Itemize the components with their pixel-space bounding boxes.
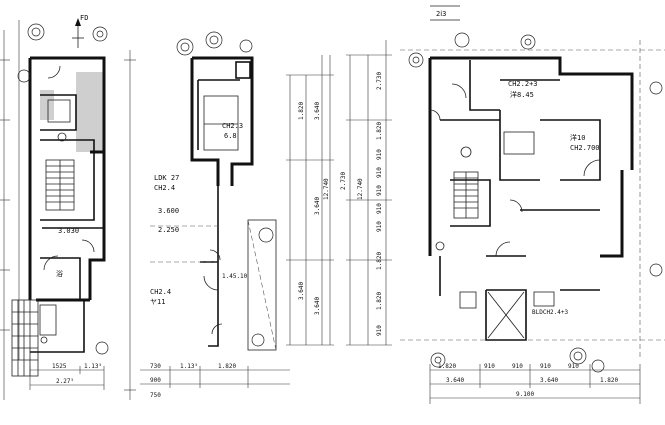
- toilet-icon: [57, 132, 67, 142]
- dim-vert-b-9: 1.820: [376, 292, 383, 310]
- dim-vert-b-7: 910: [376, 221, 383, 232]
- label-ldk-ch: CH2.4: [154, 184, 175, 192]
- tree-icon: [569, 347, 587, 365]
- tree-icon: [251, 333, 265, 347]
- dim-vert-b-0: 2.730: [376, 72, 383, 90]
- tree-icon: [454, 32, 470, 48]
- dim-bottom-1: 1.13⁵: [84, 363, 102, 370]
- dim-vert-b-4: 910: [376, 185, 383, 196]
- dim-vert-c-2: 3.640: [314, 197, 321, 215]
- dim-vert-c-0: 12.740: [323, 178, 330, 200]
- tree-icon: [27, 23, 45, 41]
- dim-bottom-mid2-0: 900: [150, 377, 161, 384]
- label-upper-room-2: 6.8: [224, 132, 237, 140]
- tree-icon: [520, 34, 536, 50]
- tree-icon: [258, 227, 274, 243]
- label-right-bottom: BLDCH2.4+3: [532, 309, 569, 316]
- tree-icon: [92, 26, 108, 42]
- label-right-top: CH2.2+3: [508, 80, 538, 88]
- label-right-mid-2: CH2.700: [570, 144, 600, 152]
- dim-right-bottom-1: 910: [484, 363, 495, 370]
- north-label: FD: [80, 14, 88, 22]
- dim-vert-c-1: 3.640: [314, 102, 321, 120]
- tree-icon: [649, 81, 663, 95]
- dim-bottom-mid-0: 730: [150, 363, 161, 370]
- label-right-mid: 洋10: [570, 133, 585, 142]
- plan-ground-floor: FD 3.030 浴 1525 1.13⁵ 2.27⁵: [0, 14, 109, 400]
- dim-right-bottom2-0: 3.640: [446, 377, 464, 384]
- bathtub-icon: [503, 131, 535, 155]
- toilet-icon: [460, 146, 472, 158]
- dim-bottom-mid-1: 1.13⁵: [180, 363, 198, 370]
- dim-right-total: 9.100: [516, 391, 534, 398]
- tree-icon: [95, 341, 109, 355]
- dim-vert-d-0: 12.740: [357, 178, 364, 200]
- label-mid-note: 3.600: [158, 207, 179, 215]
- dim-vert-a-0: 1.820: [298, 102, 305, 120]
- dim-vert-c-3: 3.640: [298, 282, 305, 300]
- tree-icon: [430, 352, 446, 368]
- tree-icon: [408, 52, 424, 68]
- dim-right-bottom-4: 910: [568, 363, 579, 370]
- label-lower-room: CH2.4: [150, 288, 171, 296]
- dim-right-bottom-0: 1.820: [438, 363, 456, 370]
- dim-bottom-2: 2.27⁵: [56, 378, 74, 385]
- tree-icon: [176, 38, 194, 56]
- door-swing-icon: [203, 275, 219, 291]
- label-ldk: LDK 27: [154, 174, 179, 182]
- dim-right-bottom2-2: 1.820: [600, 377, 618, 384]
- stair-third: [453, 171, 479, 219]
- dim-right-bottom-3: 910: [540, 363, 551, 370]
- dim-vert-b-8: 1.820: [376, 252, 383, 270]
- dim-bottom-0: 1525: [52, 363, 67, 370]
- dim-bottom-mid-2: 1.820: [218, 363, 236, 370]
- dim-vert-b-3: 910: [376, 167, 383, 178]
- stair-ground: [45, 159, 75, 211]
- label-upper-room: CH2.3: [222, 122, 243, 130]
- label-sub-note: 1.45.10: [222, 273, 248, 280]
- plan-second-floor: CH2.3 6.8 LDK 27 CH2.4 3.600 2.250 CH2.4…: [124, 31, 290, 400]
- dim-vert-b-1: 1.820: [376, 122, 383, 140]
- stamp-text: 2ⅰ3: [436, 10, 446, 18]
- dim-vert-b-6: 910: [376, 203, 383, 214]
- dim-vert-b-5: 2.730: [340, 172, 347, 190]
- tree-icon: [649, 263, 663, 277]
- label-left-note: 3.030: [58, 227, 79, 235]
- vertical-dimensions: 1.820 3.640 12.740 3.640 3.640 3.640 12.…: [286, 40, 392, 346]
- dim-vert-b-10: 910: [376, 325, 383, 336]
- tree-icon: [591, 359, 605, 373]
- tree-icon: [17, 69, 31, 83]
- plan-third-floor: 2ⅰ3: [400, 5, 665, 404]
- tree-icon: [239, 39, 253, 53]
- label-mid-note-2: 2.250: [158, 226, 179, 234]
- dim-vert-b-2: 910: [376, 149, 383, 160]
- north-arrow: FD: [72, 14, 88, 48]
- tree-icon: [205, 31, 223, 49]
- door-swing-icon: [451, 83, 467, 99]
- dim-right-bottom-2: 910: [512, 363, 523, 370]
- dim-right-bottom2-1: 3.640: [540, 377, 558, 384]
- label-right-top-2: 洋8.45: [510, 90, 534, 99]
- dim-vert-a-1: 3.640: [314, 297, 321, 315]
- label-lower-room-2: ヤ11: [150, 298, 165, 306]
- dim-bottom-mid2-1: 750: [150, 392, 161, 399]
- label-wc: 浴: [56, 269, 63, 278]
- door-swing-icon: [43, 255, 59, 271]
- entrance-steps: [11, 299, 39, 377]
